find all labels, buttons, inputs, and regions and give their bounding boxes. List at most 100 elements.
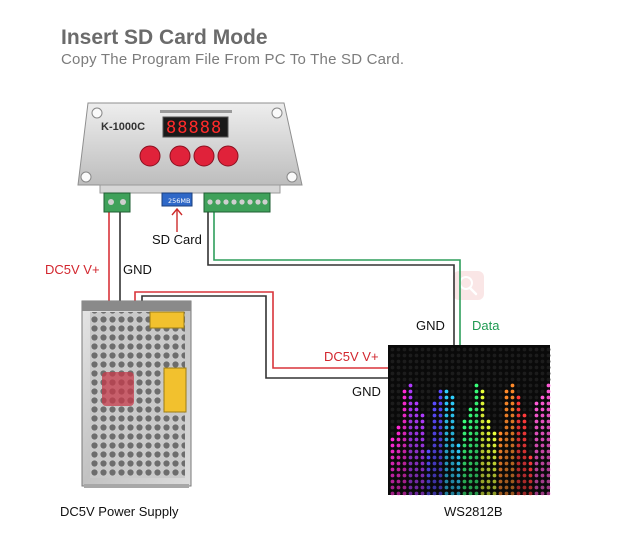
led-pixel	[402, 377, 407, 382]
led-pixel	[408, 365, 413, 370]
led-pixel	[468, 485, 473, 490]
led-pixel	[528, 413, 533, 418]
led-pixel	[426, 395, 431, 400]
led-pixel	[426, 353, 431, 358]
led-pixel	[450, 353, 455, 358]
led-pixel	[432, 413, 437, 418]
led-pixel	[438, 371, 443, 376]
led-pixel	[420, 461, 425, 466]
button-2	[169, 145, 191, 167]
led-pixel	[486, 407, 491, 412]
sd-card-size: 256MB	[168, 197, 190, 205]
led-pixel	[480, 389, 485, 394]
led-pixel	[414, 395, 419, 400]
led-pixel	[456, 353, 461, 358]
led-pixel	[420, 377, 425, 382]
sd-card-arrow	[171, 207, 183, 232]
led-pixel	[444, 437, 449, 442]
led-pixel	[540, 467, 545, 472]
led-pixel	[438, 479, 443, 484]
led-pixel	[420, 389, 425, 394]
led-pixel	[504, 455, 509, 460]
led-pixel	[408, 413, 413, 418]
led-pixel	[456, 485, 461, 490]
led-pixel	[432, 407, 437, 412]
led-pixel	[468, 359, 473, 364]
led-pixel	[516, 389, 521, 394]
led-pixel	[390, 425, 395, 430]
caution-label	[149, 311, 185, 329]
led-pixel	[498, 407, 503, 412]
led-pixel	[414, 413, 419, 418]
led-pixel	[510, 449, 515, 454]
led-pixel	[498, 365, 503, 370]
led-pixel	[480, 359, 485, 364]
led-pixel	[534, 467, 539, 472]
led-pixel	[396, 383, 401, 388]
led-pixel	[534, 371, 539, 376]
led-pixel	[516, 491, 521, 496]
led-pixel	[420, 473, 425, 478]
led-pixel	[432, 377, 437, 382]
led-pixel	[408, 371, 413, 376]
led-pixel	[420, 413, 425, 418]
led-pixel	[468, 395, 473, 400]
led-pixel	[462, 449, 467, 454]
led-pixel	[528, 389, 533, 394]
led-pixel	[456, 413, 461, 418]
led-pixel	[504, 419, 509, 424]
led-pixel	[504, 353, 509, 358]
led-pixel	[474, 431, 479, 436]
led-pixel	[420, 407, 425, 412]
led-pixel	[492, 461, 497, 466]
led-pixel	[504, 401, 509, 406]
led-pixel	[510, 431, 515, 436]
led-pixel	[474, 347, 479, 352]
led-pixel	[474, 407, 479, 412]
led-pixel	[456, 359, 461, 364]
led-pixel	[492, 407, 497, 412]
led-pixel	[546, 473, 551, 478]
led-pixel	[468, 371, 473, 376]
led-pixel	[390, 401, 395, 406]
led-pixel	[390, 485, 395, 490]
led-pixel	[450, 479, 455, 484]
led-pixel	[390, 461, 395, 466]
led-pixel	[438, 359, 443, 364]
led-pixel	[534, 359, 539, 364]
led-pixel	[450, 383, 455, 388]
led-pixel	[396, 491, 401, 496]
led-pixel	[492, 425, 497, 430]
led-pixel	[450, 419, 455, 424]
led-pixel	[540, 473, 545, 478]
led-pixel	[546, 389, 551, 394]
led-pixel	[474, 383, 479, 388]
led-pixel	[474, 449, 479, 454]
led-pixel	[492, 437, 497, 442]
led-pixel	[516, 449, 521, 454]
led-pixel	[492, 371, 497, 376]
led-pixel	[408, 449, 413, 454]
led-pixel	[480, 425, 485, 430]
led-pixel	[426, 401, 431, 406]
led-pixel	[540, 353, 545, 358]
led-pixel	[546, 443, 551, 448]
led-pixel	[456, 431, 461, 436]
led-pixel	[450, 347, 455, 352]
led-pixel	[462, 479, 467, 484]
led-pixel	[414, 407, 419, 412]
led-pixel	[420, 479, 425, 484]
led-pixel	[426, 407, 431, 412]
data-label: Data	[472, 318, 500, 333]
led-pixel	[540, 491, 545, 496]
led-pixel	[534, 395, 539, 400]
led-pixel	[540, 413, 545, 418]
led-pixel	[528, 347, 533, 352]
led-pixel	[546, 365, 551, 370]
led-pixel	[516, 353, 521, 358]
led-pixel	[414, 491, 419, 496]
led-pixel	[408, 437, 413, 442]
led-pixel	[390, 437, 395, 442]
led-panel-label: WS2812B	[444, 504, 503, 519]
led-pixel	[528, 377, 533, 382]
